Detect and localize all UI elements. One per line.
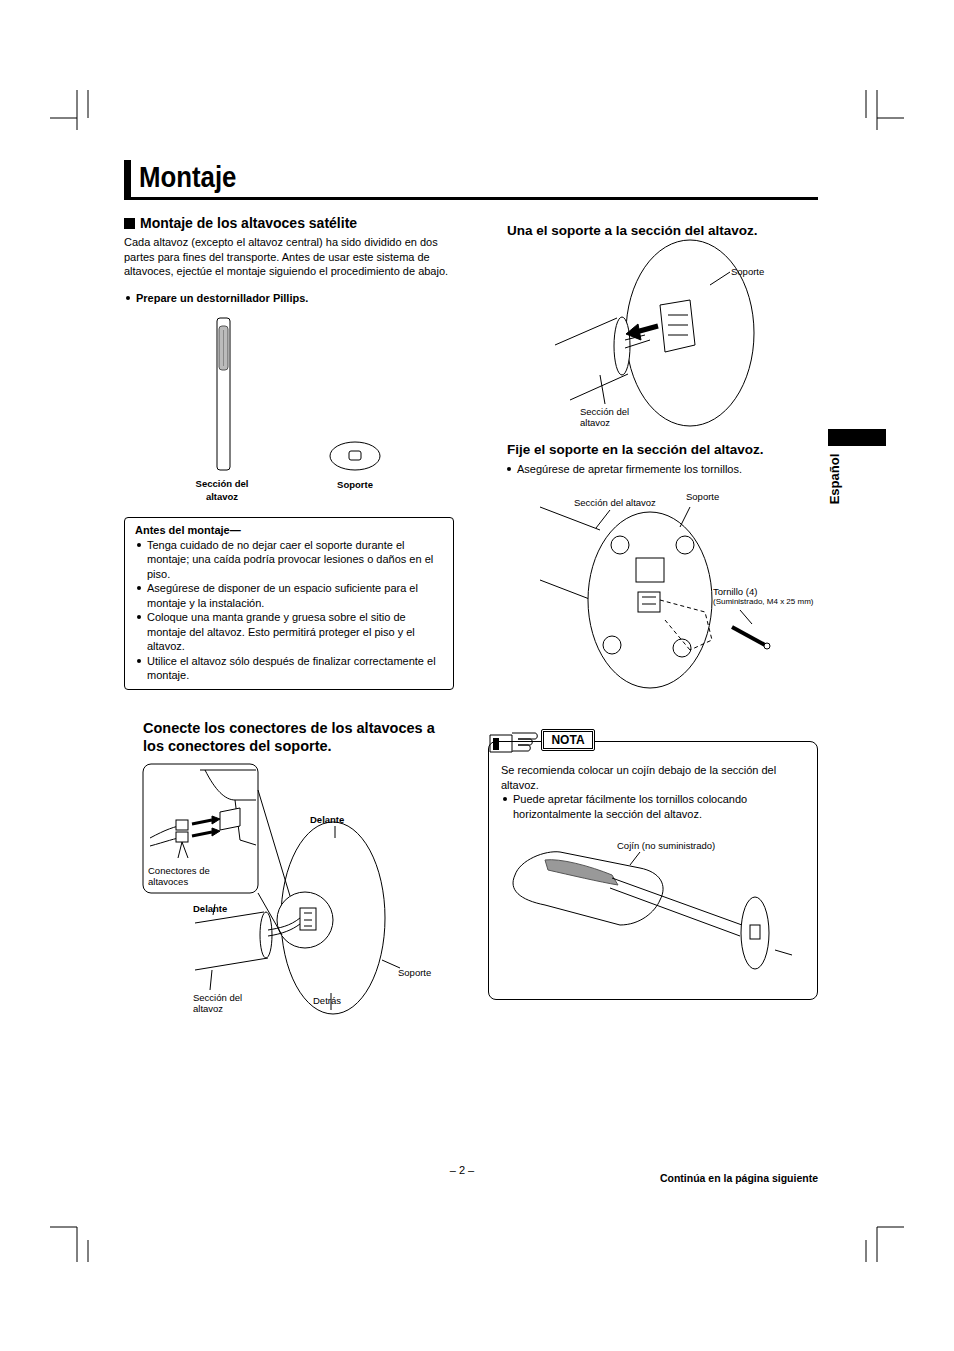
box-text: NOTA (551, 733, 584, 747)
box-text: Antes del montaje— (135, 524, 241, 536)
box-text: Tenga cuidado de no dejar caer el soport… (147, 539, 433, 580)
bullet-item: Coloque una manta grande y gruesa sobre … (135, 610, 443, 654)
cushion-figure (513, 852, 792, 969)
note-badge: NOTA (541, 729, 595, 751)
bullet-item: Tenga cuidado de no dejar caer el soport… (135, 538, 443, 582)
part-label: Cojín (no suministrado) (617, 840, 757, 852)
crop-marks (50, 90, 904, 1262)
direction-label: Delante (193, 903, 253, 915)
speaker-pole (217, 318, 230, 470)
part-label: Conectores de altavoces (148, 865, 248, 887)
part-spec: (Suministrado, M4 x 25 mm) (713, 597, 838, 607)
box-text: Coloque una manta grande y gruesa sobre … (147, 611, 415, 652)
part-label: Tornillo (4) (713, 586, 793, 597)
title-rule (124, 197, 818, 200)
part-label: Soporte (731, 266, 791, 278)
section-heading: Montaje de los altavoces satélite (140, 214, 357, 232)
direction-label: Delante (310, 814, 370, 826)
section-square (124, 218, 135, 229)
bullet-item: Utilice el altavoz sólo después de final… (135, 654, 443, 683)
box-text: NOTA (546, 733, 590, 747)
title-bar (124, 160, 131, 199)
pointing-hand-icon (490, 733, 537, 752)
language-tab (828, 429, 886, 446)
bullet-item: Puede apretar fácilmente los tornillos c… (501, 792, 805, 821)
step-heading: Conecte los conectores de los altavoces … (143, 719, 455, 755)
part-label: Soporte (686, 491, 746, 503)
bullet-note: Asegúrese de apretar firmemente los torn… (505, 462, 817, 476)
intro-paragraph: Cada altavoz (excepto el altavoz central… (124, 235, 454, 279)
join-figure (555, 240, 754, 426)
box-text: Se recomienda colocar un cojín debajo de… (501, 764, 776, 791)
box-text: Puede apretar fácilmente los tornillos c… (513, 793, 747, 820)
part-label: Sección del altavoz (193, 992, 263, 1014)
box-text: Asegúrese de disponer de un espacio sufi… (147, 582, 418, 609)
step-heading: Una el soporte a la sección del altavoz. (507, 222, 817, 239)
bullet-note: Prepare un destornillador Pillips. (124, 291, 444, 305)
bullet-dot (137, 659, 141, 663)
part-label: Soporte (398, 967, 448, 979)
bullet-dot (137, 586, 141, 590)
note-box: Se recomienda colocar un cojín debajo de… (488, 741, 818, 1000)
bullet-dot (126, 296, 130, 300)
bullet-item: Asegúrese de disponer de un espacio sufi… (135, 581, 443, 610)
caution-box: Antes del montaje— Tenga cuidado de no de… (124, 517, 454, 690)
bullet-dot (137, 543, 141, 547)
box-text: Utilice el altavoz sólo después de final… (147, 655, 436, 682)
part-label: Sección del altavoz (580, 406, 650, 428)
stand-base (330, 442, 380, 470)
part-label: Sección del altavoz (574, 497, 684, 509)
connect-figure (143, 764, 400, 1014)
box-heading: Antes del montaje— (135, 523, 443, 538)
page-title: Montaje (139, 159, 236, 195)
step-heading: Fije el soporte en la sección del altavo… (507, 441, 817, 458)
page-number: – 2 – (442, 1163, 482, 1177)
bullet-dot (137, 615, 141, 619)
part-label: Soporte (320, 479, 390, 492)
continue-note: Continúa en la página siguiente (620, 1172, 818, 1185)
language-tab-label: Español (827, 449, 843, 509)
bullet-note-text: Prepare un destornillador Pillips. (136, 292, 308, 304)
bullet-dot (503, 797, 507, 801)
box-text: Se recomienda colocar un cojín debajo de… (501, 763, 805, 792)
bullet-note-text: Asegúrese de apretar firmemente los torn… (517, 463, 742, 475)
bullet-dot (507, 467, 511, 471)
part-label: Sección del altavoz (182, 478, 262, 503)
direction-label: Detrás (313, 995, 363, 1007)
